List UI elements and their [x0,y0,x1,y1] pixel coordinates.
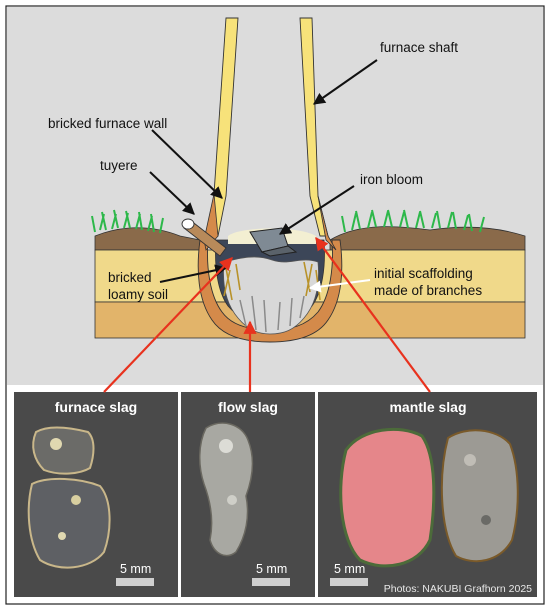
label-bricked-furnace-wall: bricked furnace wall [48,116,167,131]
pointer-furnace-slag [103,257,233,393]
tuyere-pipe [181,218,227,257]
photo-title-furnace-slag: furnace slag [55,399,137,415]
iron-bloom [249,227,298,257]
label-loamy-soil: loamy soil [108,287,168,302]
label-iron-bloom: iron bloom [360,172,423,187]
scale-bar-furnace-slag [116,578,154,586]
photo-title-flow-slag: flow slag [218,399,278,415]
arrow-iron-bloom [278,185,355,235]
scale-text-flow-slag: 5 mm [256,562,287,576]
scale-text-mantle-slag: 5 mm [334,562,365,576]
grass-left [91,209,164,234]
label-initial-scaffolding: initial scaffolding [374,266,473,281]
label-furnace-shaft: furnace shaft [380,40,458,55]
mantle-slag-specimen [339,427,519,568]
scale-bar-mantle-slag [330,578,368,586]
slag-mass [223,256,319,335]
photo-panel-flow-slag [181,392,315,597]
furnace-slag-specimen [27,426,111,569]
label-tuyere: tuyere [100,158,138,173]
scale-text-furnace-slag: 5 mm [120,562,151,576]
photo-title-mantle-slag: mantle slag [389,399,466,415]
arrow-loamy-soil [159,264,228,283]
arrow-tuyere [149,171,195,215]
pointer-mantle-slag [315,236,431,393]
arrow-furnace-shaft [313,59,378,105]
label-bricked: bricked [108,270,152,285]
label-made-of-branches: made of branches [374,283,482,298]
grass-right [341,209,485,233]
arrow-furnace-wall [151,129,223,199]
scale-bar-flow-slag [252,578,290,586]
arrow-scaffolding [308,279,371,293]
photo-credit: Photos: NAKUBI Grafhorn 2025 [384,583,532,595]
flow-slag-specimen [199,422,254,557]
